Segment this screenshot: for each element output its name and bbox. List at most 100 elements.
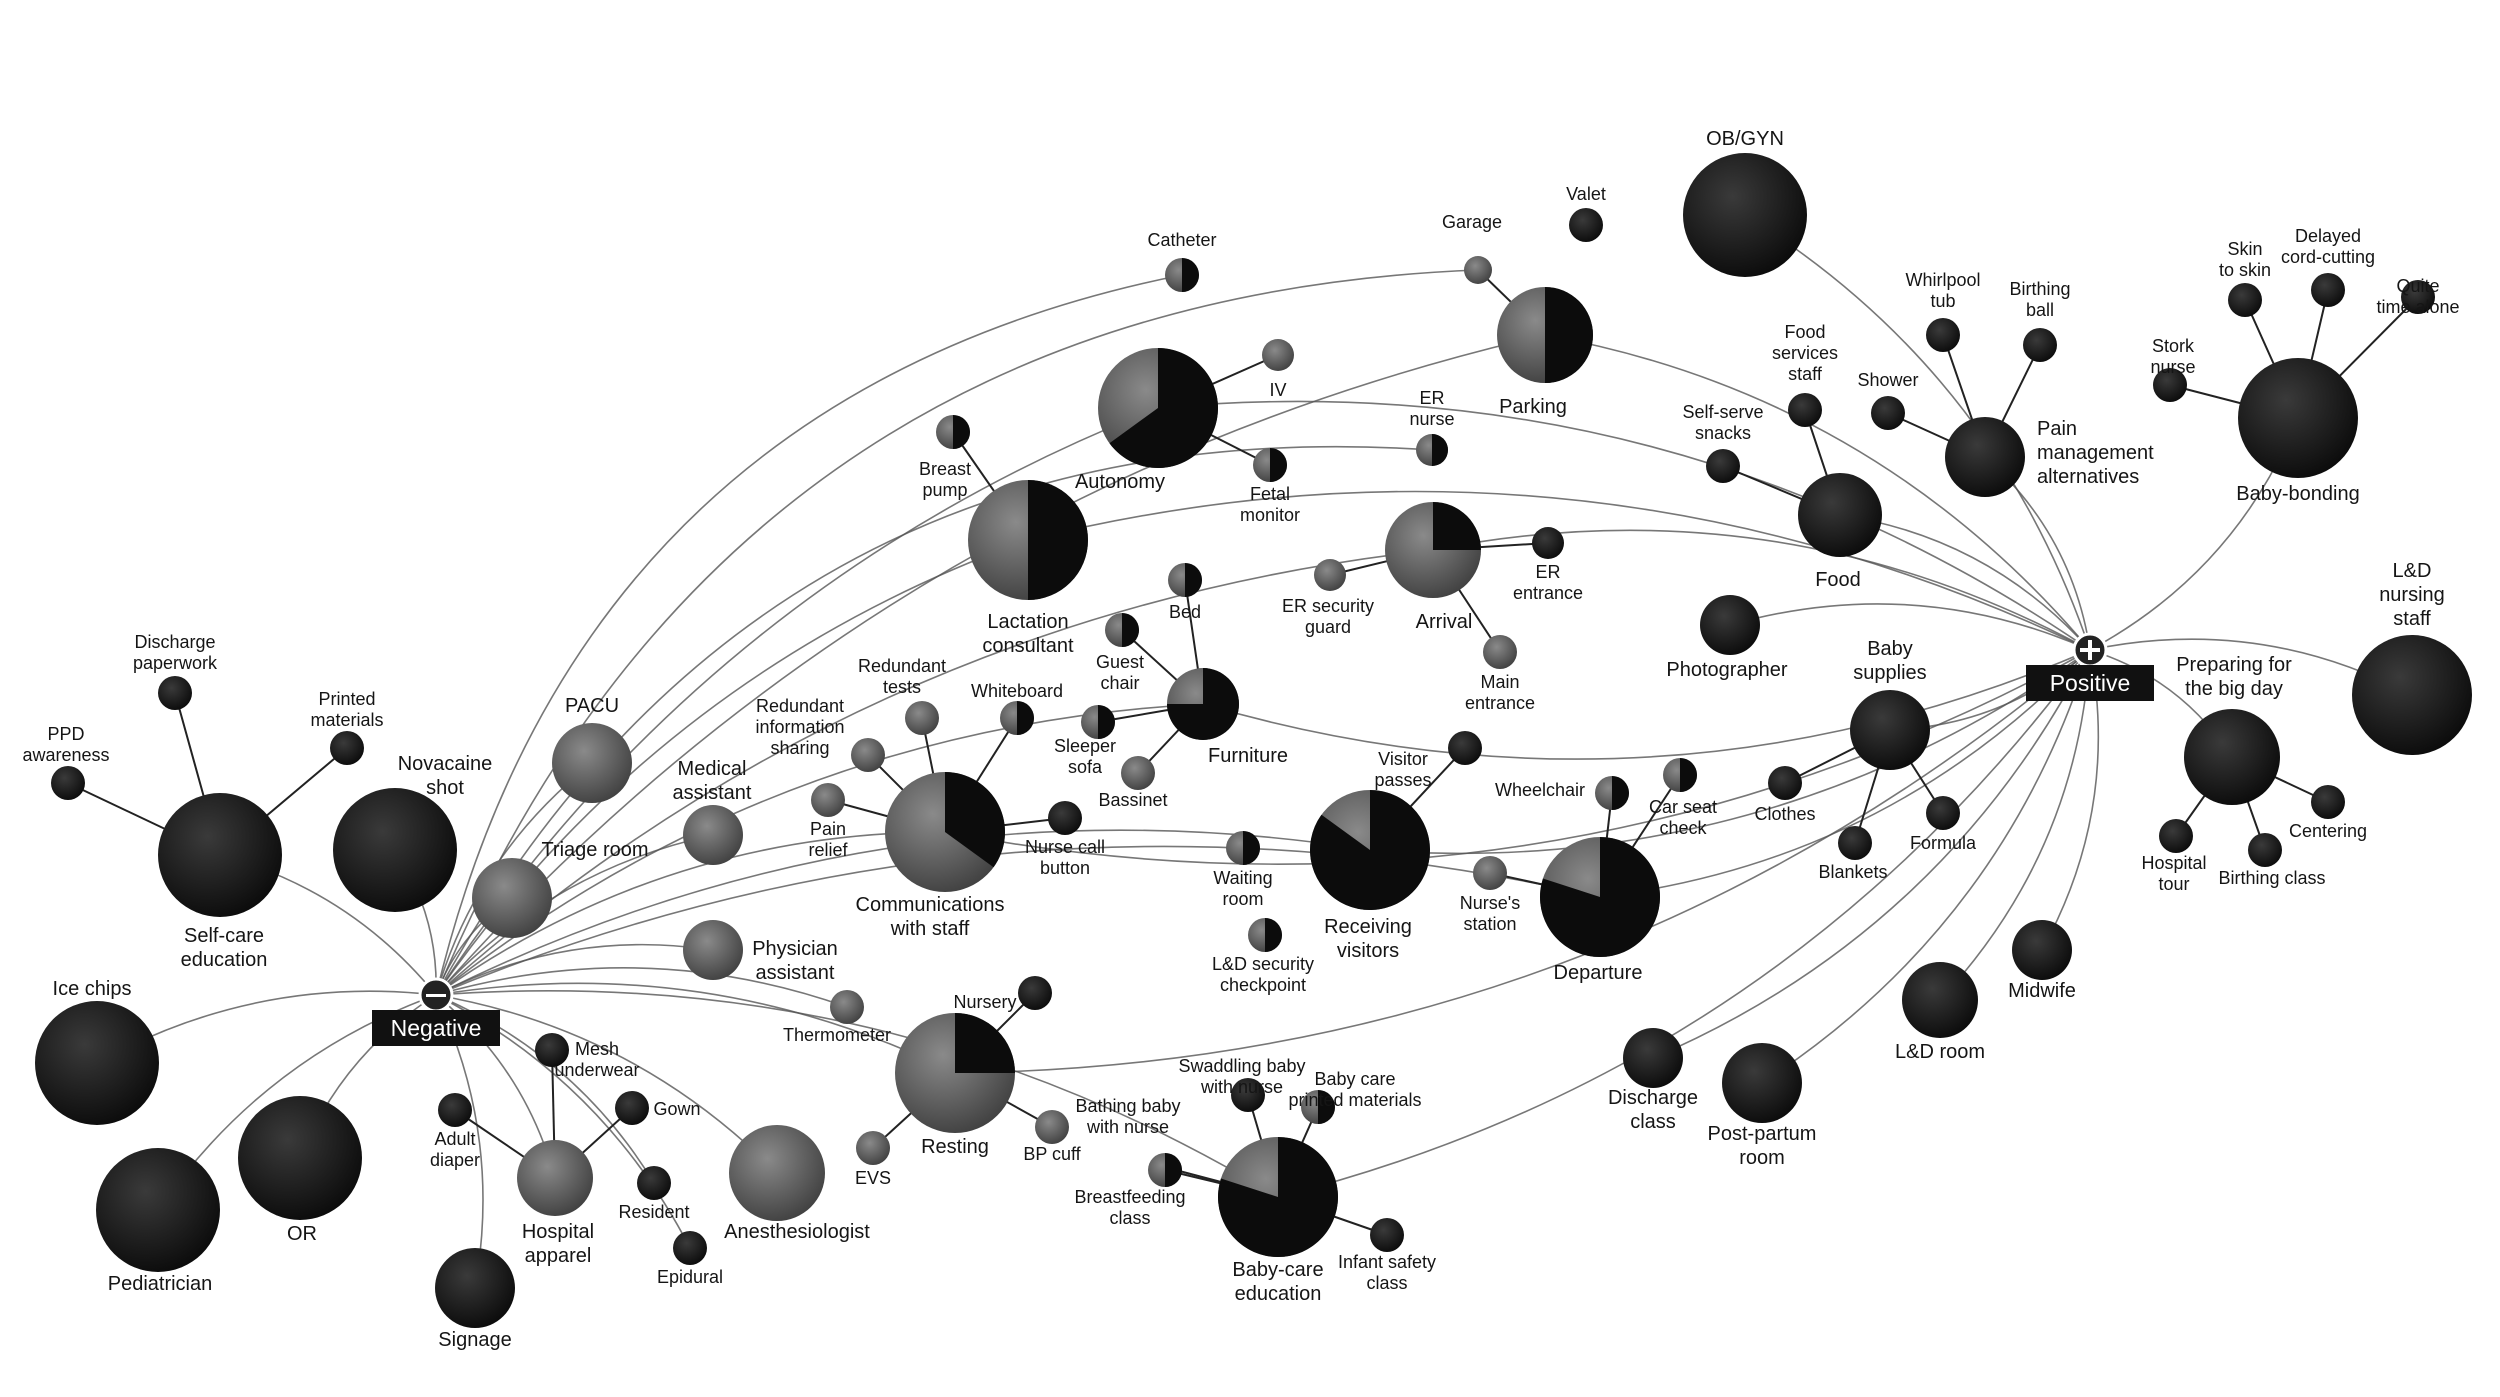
node-er-security-guard[interactable] <box>1314 559 1346 591</box>
node-printed-materials[interactable] <box>330 731 364 765</box>
node-er-nurse[interactable] <box>1416 434 1448 466</box>
node-blankets[interactable] <box>1838 826 1872 860</box>
node-bp-cuff[interactable] <box>1035 1110 1069 1144</box>
node-triage-room[interactable] <box>472 858 552 938</box>
node-clothes[interactable] <box>1768 766 1802 800</box>
node-discharge-class[interactable] <box>1623 1028 1683 1088</box>
node-garage[interactable] <box>1464 256 1492 284</box>
node-main-entrance[interactable] <box>1483 635 1517 669</box>
node-visitor-passes[interactable] <box>1448 731 1482 765</box>
node-baby-supplies[interactable] <box>1850 690 1930 770</box>
node-pain-management[interactable] <box>1945 417 2025 497</box>
node-ice-chips[interactable] <box>35 1001 159 1125</box>
node-resident[interactable] <box>637 1166 671 1200</box>
node-hospital-apparel[interactable] <box>517 1140 593 1216</box>
node-birthing-ball[interactable] <box>2023 328 2057 362</box>
node-novacaine-shot[interactable] <box>333 788 457 912</box>
node-lactation-consultant[interactable] <box>968 480 1088 600</box>
node-swaddling[interactable] <box>1231 1078 1265 1112</box>
node-post-partum-room[interactable] <box>1722 1043 1802 1123</box>
node-waiting-room[interactable] <box>1226 831 1260 865</box>
node-self-care-education[interactable] <box>158 793 282 917</box>
node-pediatrician[interactable] <box>96 1148 220 1272</box>
node-anesthesiologist[interactable] <box>729 1125 825 1221</box>
node-breastfeeding-class[interactable] <box>1148 1153 1182 1187</box>
node-formula[interactable] <box>1926 796 1960 830</box>
node-delayed-cord-cutting[interactable] <box>2311 273 2345 307</box>
node-hospital-tour[interactable] <box>2159 819 2193 853</box>
node-resting[interactable] <box>895 1013 1015 1133</box>
node-ld-security[interactable] <box>1248 918 1282 952</box>
node-physician-assistant[interactable] <box>683 920 743 980</box>
link-parking-negative <box>435 334 1546 996</box>
node-wheelchair[interactable] <box>1595 776 1629 810</box>
node-communications-staff[interactable] <box>885 772 1005 892</box>
node-redundant-tests[interactable] <box>905 701 939 735</box>
label-lactation-consultant-line: consultant <box>982 635 1074 657</box>
node-food-services-staff[interactable] <box>1788 393 1822 427</box>
node-or[interactable] <box>238 1096 362 1220</box>
node-photographer[interactable] <box>1700 595 1760 655</box>
node-baby-care-education[interactable] <box>1218 1137 1339 1257</box>
negative-hub[interactable]: Negative <box>372 977 500 1046</box>
node-gown[interactable] <box>615 1091 649 1125</box>
node-food[interactable] <box>1798 473 1882 557</box>
node-stork-nurse[interactable] <box>2153 368 2187 402</box>
node-preparing-big-day[interactable] <box>2184 709 2280 805</box>
node-pacu[interactable] <box>552 723 632 803</box>
node-ppd-awareness[interactable] <box>51 766 85 800</box>
node-infant-safety-class[interactable] <box>1370 1218 1404 1252</box>
node-autonomy[interactable] <box>1098 348 1218 468</box>
node-valet[interactable] <box>1569 208 1603 242</box>
label-midwife: Midwife <box>2008 980 2076 1002</box>
node-baby-care-printed[interactable] <box>1301 1090 1335 1124</box>
node-receiving-visitors[interactable] <box>1310 790 1430 910</box>
label-discharge-class-line: class <box>1630 1111 1676 1133</box>
node-sleeper-sofa[interactable] <box>1081 705 1115 739</box>
node-whiteboard[interactable] <box>1000 701 1034 735</box>
node-redundant-info[interactable] <box>851 738 885 772</box>
node-nursery[interactable] <box>1018 976 1052 1010</box>
node-ob-gyn[interactable] <box>1683 153 1807 277</box>
node-midwife[interactable] <box>2012 920 2072 980</box>
node-epidural[interactable] <box>673 1231 707 1265</box>
node-evs[interactable] <box>856 1131 890 1165</box>
node-signage[interactable] <box>435 1248 515 1328</box>
node-thermometer[interactable] <box>830 990 864 1024</box>
node-mesh-underwear[interactable] <box>535 1033 569 1067</box>
node-bassinet[interactable] <box>1121 756 1155 790</box>
node-catheter[interactable] <box>1165 258 1199 292</box>
node-parking[interactable] <box>1497 287 1593 383</box>
node-whirlpool-tub[interactable] <box>1926 318 1960 352</box>
negative-hub-label: Negative <box>391 1015 482 1041</box>
node-discharge-paperwork[interactable] <box>158 676 192 710</box>
node-shower[interactable] <box>1871 396 1905 430</box>
node-bed[interactable] <box>1168 563 1202 597</box>
node-car-seat-check[interactable] <box>1663 758 1697 792</box>
node-arrival[interactable] <box>1385 502 1481 598</box>
node-ld-room[interactable] <box>1902 962 1978 1038</box>
node-iv[interactable] <box>1262 339 1294 371</box>
node-self-serve-snacks[interactable] <box>1706 449 1740 483</box>
node-quite-time-alone[interactable] <box>2401 280 2435 314</box>
node-ld-nursing-staff[interactable] <box>2352 635 2472 755</box>
node-birthing-class[interactable] <box>2248 833 2282 867</box>
label-catheter-line: Catheter <box>1147 230 1216 250</box>
node-centering[interactable] <box>2311 785 2345 819</box>
node-departure[interactable] <box>1540 837 1660 958</box>
node-guest-chair[interactable] <box>1105 613 1139 647</box>
node-pain-relief[interactable] <box>811 783 845 817</box>
label-pediatrician-line: Pediatrician <box>108 1273 213 1295</box>
node-furniture[interactable] <box>1167 668 1239 740</box>
node-skin-to-skin[interactable] <box>2228 283 2262 317</box>
label-medical-assistant-line: Medical <box>678 758 747 780</box>
node-fetal-monitor[interactable] <box>1253 448 1287 482</box>
node-adult-diaper[interactable] <box>438 1093 472 1127</box>
node-baby-bonding[interactable] <box>2238 358 2358 478</box>
node-er-entrance[interactable] <box>1532 527 1564 559</box>
node-nurse-call-button[interactable] <box>1048 801 1082 835</box>
node-medical-assistant[interactable] <box>683 805 743 865</box>
node-breast-pump[interactable] <box>936 415 970 449</box>
node-nurses-station[interactable] <box>1473 856 1507 890</box>
positive-hub[interactable]: Positive <box>2026 632 2154 701</box>
